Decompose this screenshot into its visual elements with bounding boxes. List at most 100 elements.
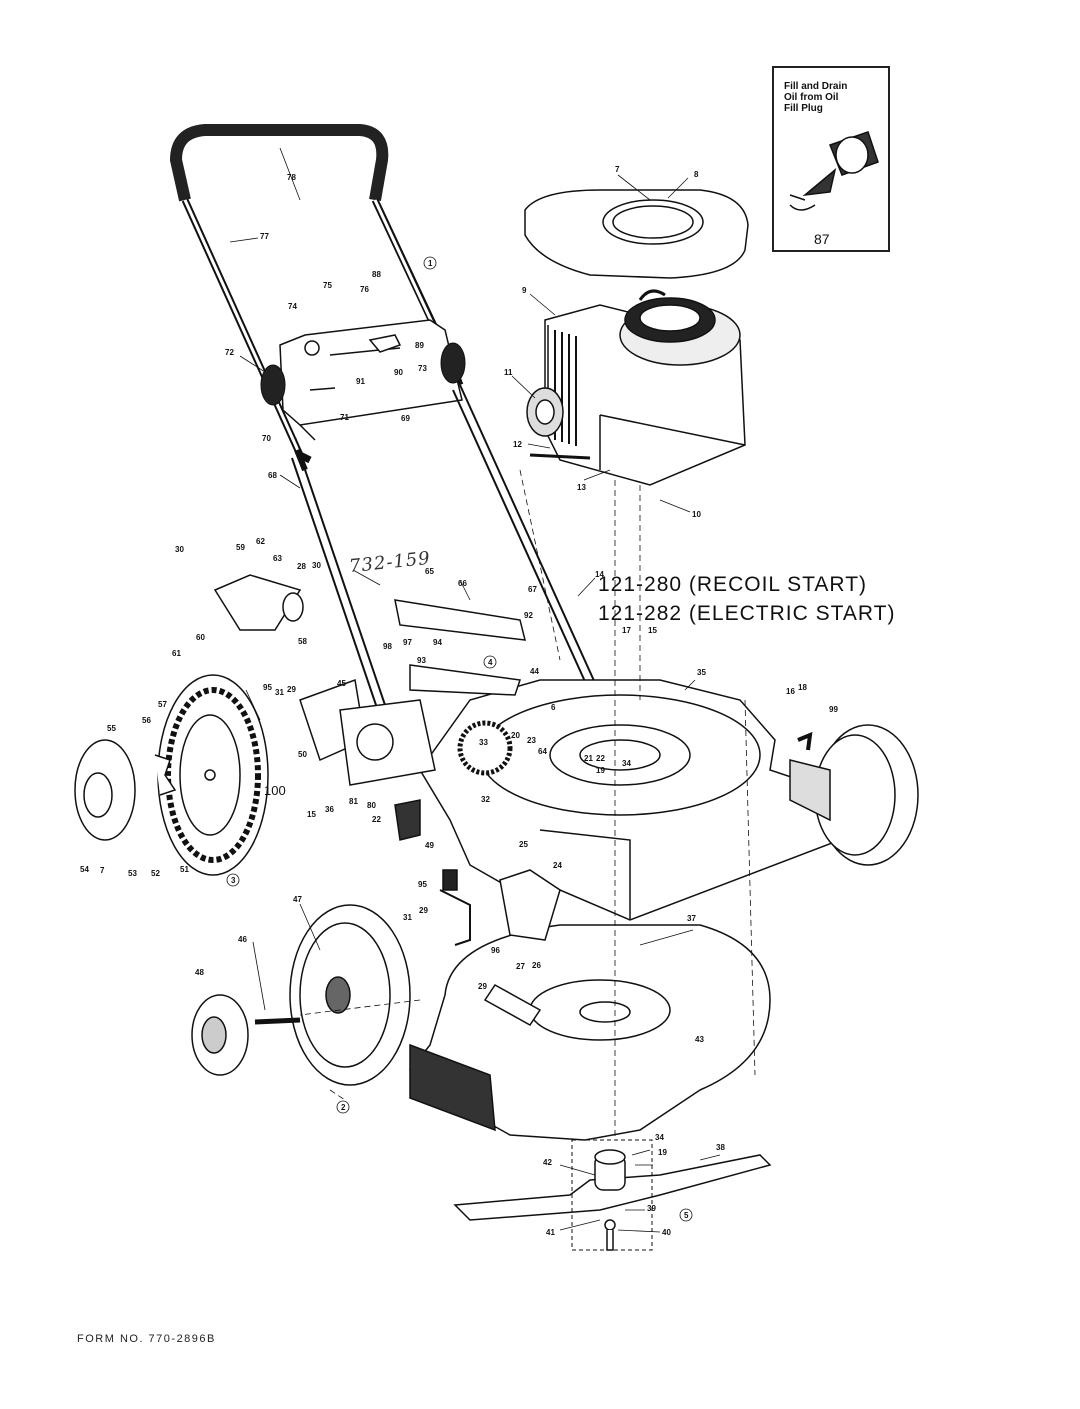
small-hub [191, 994, 301, 1076]
part-label: 18 [798, 683, 807, 692]
part-label: 61 [172, 649, 181, 658]
part-label: 39 [647, 1204, 656, 1213]
part-label: 66 [458, 579, 467, 588]
part-label: 10 [692, 510, 701, 519]
leader-lines [229, 147, 721, 1233]
part-label: 19 [596, 766, 605, 775]
part-label: 43 [695, 1035, 704, 1044]
part-label: 64 [538, 747, 547, 756]
part-label: 16 [786, 687, 795, 696]
part-label: 88 [372, 270, 381, 279]
part-label: 17 [622, 626, 631, 635]
inset-instruction: Fill and Drain Oil from Oil Fill Plug [784, 81, 848, 114]
part-label: 56 [142, 716, 151, 725]
part-label: 28 [297, 562, 306, 571]
mower-deck [419, 679, 846, 921]
circled-ref: 4 [488, 658, 493, 667]
height-adjuster-front [439, 869, 561, 946]
model-list: 121-280 (RECOIL START) 121-282 (ELECTRIC… [598, 570, 895, 628]
engine [526, 289, 746, 486]
part-label: 71 [340, 413, 349, 422]
part-label: 58 [298, 637, 307, 646]
part-label: 26 [532, 961, 541, 970]
part-label: 47 [293, 895, 302, 904]
part-label: 37 [687, 914, 696, 923]
part-label: 9 [522, 286, 527, 295]
part-label: 29 [287, 685, 296, 694]
model-recoil-start: 121-280 (RECOIL START) [598, 573, 868, 596]
deck-baffle [408, 924, 771, 1141]
assembly-guide-lines [299, 469, 756, 1140]
circled-ref: 3 [231, 876, 236, 885]
part-label: 50 [298, 750, 307, 759]
part-label: 34 [622, 759, 631, 768]
part-label: 95 [418, 880, 427, 889]
part-label: 53 [128, 869, 137, 878]
part-label: 7 [100, 866, 105, 875]
part-label: 98 [383, 642, 392, 651]
part-label: 97 [403, 638, 412, 647]
part-label: 76 [360, 285, 369, 294]
part-label: 59 [236, 543, 245, 552]
part-label: 68 [268, 471, 277, 480]
part-label: 70 [262, 434, 271, 443]
part-label: 15 [307, 810, 316, 819]
part-label: 69 [401, 414, 410, 423]
wheel-hub-cap [74, 739, 177, 841]
part-label: 27 [516, 962, 525, 971]
part-label: 46 [238, 935, 247, 944]
part-label: 91 [356, 377, 365, 386]
part-label: 75 [323, 281, 332, 290]
inset-part-number: 87 [814, 231, 830, 247]
oil-fill-inset: Fill and Drain Oil from Oil Fill Plug 87 [772, 66, 890, 252]
part-label: 74 [288, 302, 297, 311]
part-label: 100 [264, 783, 286, 798]
circled-ref: 5 [684, 1211, 689, 1220]
part-label: 80 [367, 801, 376, 810]
part-label: 40 [662, 1228, 671, 1237]
part-label: 60 [196, 633, 205, 642]
part-label: 90 [394, 368, 403, 377]
part-label: 11 [504, 368, 513, 377]
part-label: 19 [658, 1148, 667, 1157]
handle-knobs [260, 342, 466, 406]
part-label: 33 [479, 738, 488, 747]
part-label: 41 [546, 1228, 555, 1237]
part-label: 89 [415, 341, 424, 350]
part-label: 44 [530, 667, 539, 676]
bracket-assembly [213, 574, 526, 696]
part-label: 23 [527, 736, 536, 745]
part-label: 31 [275, 688, 284, 697]
blade-assembly [453, 1139, 772, 1251]
part-label: 31 [403, 913, 412, 922]
part-label: 96 [491, 946, 500, 955]
handle-panel [279, 319, 463, 441]
lower-handle [291, 384, 606, 709]
part-label: 22 [372, 815, 381, 824]
part-label: 81 [349, 797, 358, 806]
part-label: 14 [595, 570, 604, 579]
part-labels: 78 77 75 76 88 74 72 89 73 90 91 71 69 7… [80, 165, 838, 1237]
part-label: 99 [829, 705, 838, 714]
form-number: FORM NO. 770-2896B [77, 1333, 216, 1345]
part-label: 73 [418, 364, 427, 373]
part-label: 78 [287, 173, 296, 182]
part-label: 15 [648, 626, 657, 635]
part-label: 62 [256, 537, 265, 546]
part-label: 93 [417, 656, 426, 665]
part-label: 63 [273, 554, 282, 563]
part-label: 55 [107, 724, 116, 733]
part-label: 21 [584, 754, 593, 763]
part-label: 12 [513, 440, 522, 449]
oil-can-illustration [789, 131, 879, 211]
part-label: 52 [151, 869, 160, 878]
part-label: 30 [312, 561, 321, 570]
model-electric-start: 121-282 (ELECTRIC START) [598, 602, 896, 625]
rear-linkage [299, 678, 513, 841]
part-label: 65 [425, 567, 434, 576]
part-label: 29 [478, 982, 487, 991]
part-label: 95 [263, 683, 272, 692]
circled-ref: 1 [428, 259, 433, 268]
part-label: 24 [553, 861, 562, 870]
